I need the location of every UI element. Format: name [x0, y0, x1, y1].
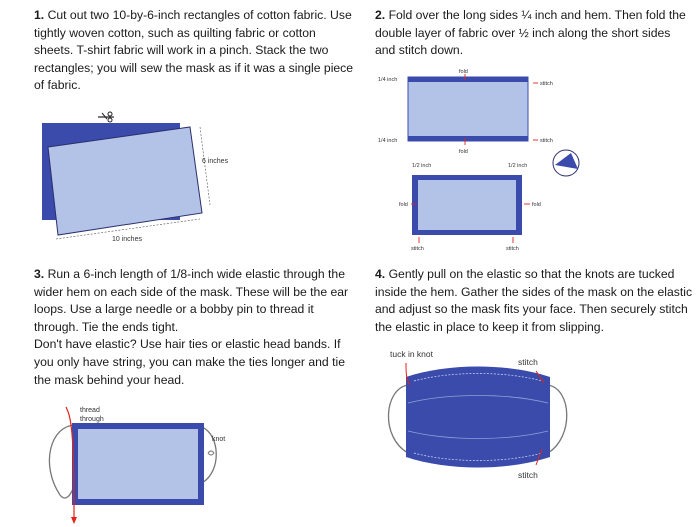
red-arrow-icon — [411, 203, 530, 243]
stitch-label-bottom-left: stitch — [411, 246, 424, 252]
thread-label-line2: through — [80, 416, 104, 423]
height-label: 6 inches — [202, 158, 229, 165]
fabric-front-layer — [47, 126, 203, 236]
step-number: 3. — [34, 267, 45, 281]
fold-label-top: fold — [459, 69, 468, 75]
fold-label-left: fold — [399, 202, 408, 208]
diagram-thread-elastic: thread through knot — [48, 406, 225, 524]
diagram-finished-mask: tuck in knot stitch stitch — [387, 349, 568, 480]
knot-icon — [207, 450, 215, 456]
diagram-cut-fabric: 6 inches 10 inches — [42, 111, 229, 243]
step-note: Don't have elastic? Use hair ties or ela… — [34, 337, 345, 387]
quarter-inch-label-top: 1/4 inch — [378, 77, 397, 83]
step-text: Run a 6-inch length of 1/8-inch wide ela… — [34, 267, 349, 334]
mask-body — [406, 366, 550, 468]
fold-label-mid: fold — [459, 149, 468, 155]
red-arrow-icon — [65, 406, 75, 520]
step-number: 4. — [375, 267, 386, 281]
red-arrow-icon — [464, 74, 538, 145]
stitch-label-bottom-right: stitch — [506, 246, 519, 252]
mask-pleat — [407, 430, 549, 439]
step-text: Gently pull on the elastic so that the k… — [375, 267, 693, 334]
hem-detail-fold — [555, 153, 578, 169]
step-number: 1. — [34, 8, 45, 22]
hem-top — [408, 77, 528, 82]
red-arrow-icon — [405, 362, 545, 466]
fold-label-right: fold — [532, 202, 541, 208]
stitch-label-mid: stitch — [540, 138, 553, 144]
scissors-icon — [98, 111, 114, 123]
stitch-label-bottom: stitch — [518, 470, 538, 480]
step-4: 4. Gently pull on the elastic so that th… — [375, 266, 695, 336]
diagram-fold-hem: 1/4 inch 1/4 inch fold fold stitch stitc… — [378, 69, 580, 252]
step-3: 3. Run a 6-inch length of 1/8-inch wide … — [34, 266, 354, 389]
stitch-label-top: stitch — [518, 357, 538, 367]
tuck-label: tuck in knot — [390, 349, 434, 359]
hem-bottom — [408, 136, 528, 141]
red-arrow-head — [71, 517, 77, 524]
knot-label: knot — [212, 436, 225, 443]
quarter-inch-label-bottom: 1/4 inch — [378, 138, 397, 144]
mask-panel-inner — [78, 429, 198, 499]
step-1: 1. Cut out two 10-by-6-inch rectangles o… — [34, 7, 354, 95]
ear-loop-right — [547, 384, 568, 454]
half-inch-label-left: 1/2 inch — [412, 163, 431, 169]
fabric-panel-top — [407, 76, 529, 142]
stitch-line — [413, 373, 543, 461]
step-text: Fold over the long sides ¼ inch and hem.… — [375, 8, 686, 58]
step-2: 2. Fold over the long sides ¼ inch and h… — [375, 7, 693, 60]
mask-pleat — [407, 395, 549, 404]
half-inch-label-right: 1/2 inch — [508, 163, 527, 169]
ear-loop-left — [387, 384, 409, 454]
height-dim-line — [199, 126, 211, 206]
width-label: 10 inches — [112, 236, 142, 243]
fabric-panel-bottom-inner — [418, 180, 516, 230]
stitch-label-top: stitch — [540, 81, 553, 87]
elastic-loop — [201, 426, 217, 484]
step-number: 2. — [375, 8, 386, 22]
thread-label-line1: thread — [80, 407, 100, 414]
step-text: Cut out two 10-by-6-inch rectangles of c… — [34, 8, 354, 93]
